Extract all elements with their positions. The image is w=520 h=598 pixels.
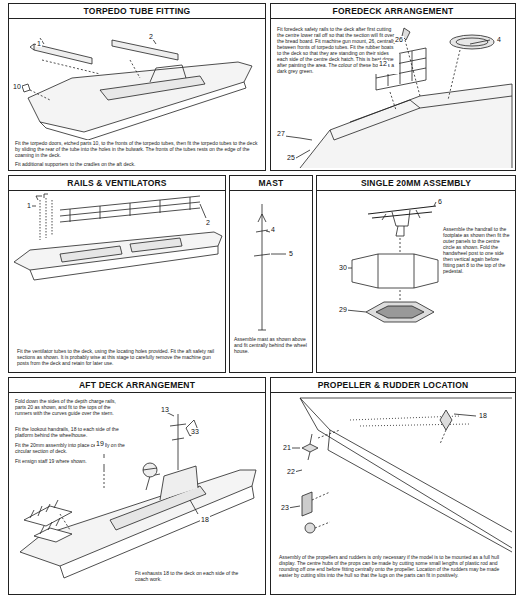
20mm-gun <box>346 202 438 322</box>
callout-number: 29 <box>338 306 348 313</box>
instruction-text: Assembly of the propellers and rudders i… <box>279 554 509 578</box>
rails-panel: RAILS & VENTILATORS Fit the ventilator tu… <box>8 175 226 373</box>
callout-number: 33 <box>190 428 200 435</box>
foredeck-panel: FOREDECK ARRANGEMENTFit foredeck safety … <box>270 3 516 171</box>
hull-underside <box>288 398 512 552</box>
callout-number: 1 <box>26 202 32 209</box>
callout-number: 2 <box>205 219 211 226</box>
callout-number: 22 <box>286 468 296 475</box>
panel-heading: FOREDECK ARRANGEMENT <box>271 4 515 19</box>
callout-number: 23 <box>280 504 290 511</box>
callout-number: 27 <box>276 130 286 137</box>
callout-number: 2 <box>148 33 154 40</box>
aft-deck-panel: AFT DECK ARRANGEMENT Fold down the sides … <box>8 377 266 595</box>
instruction-text: Fit the lookout handrails, 18 to each si… <box>15 426 125 438</box>
callout-number: 30 <box>338 264 348 271</box>
instruction-text: Fit ensign staff 19 where shown. <box>15 458 125 464</box>
propeller-panel: PROPELLER & RUDDER LOCATION Assembly of t… <box>270 377 516 595</box>
mast <box>254 204 286 330</box>
callout-number: 4 <box>270 226 276 233</box>
hull-with-torpedo-tubes <box>18 38 252 140</box>
callout-number: 10 <box>12 83 22 90</box>
callout-number: 4 <box>496 36 502 43</box>
callout-number: 13 <box>160 406 170 413</box>
panel-heading: MAST <box>230 176 312 191</box>
torpedo-panel: TORPEDO TUBE FITTING Fit the torpedo door… <box>8 3 266 171</box>
callout-number: 6 <box>437 198 443 205</box>
panel-heading: TORPEDO TUBE FITTING <box>9 4 265 19</box>
panel-heading: AFT DECK ARRANGEMENT <box>9 378 265 393</box>
instruction-text: Fit exhausts 18 to the deck on each side… <box>135 570 253 582</box>
panel-heading: SINGLE 20MM ASSEMBLY <box>317 176 515 191</box>
instruction-text: Fit the 20mm assembly into place central… <box>15 442 125 454</box>
instruction-text: Fit the torpedo doors, etched parts 10, … <box>15 140 259 158</box>
callout-number: 18 <box>200 516 210 523</box>
callout-number: 25 <box>286 154 296 161</box>
panel-heading: PROPELLER & RUDDER LOCATION <box>271 378 515 393</box>
instruction-text: Assemble mast as shown above and fit cen… <box>234 336 308 354</box>
callout-number: 18 <box>478 412 488 419</box>
hull-with-rails <box>14 194 222 280</box>
callout-number: 12 <box>378 60 388 67</box>
gun-panel: SINGLE 20MM ASSEMBLY Assemble the handrai… <box>316 175 516 373</box>
callout-number: 26 <box>394 36 404 43</box>
instruction-text: Fit the ventilator tubes to the deck, us… <box>17 348 217 366</box>
panel-heading: RAILS & VENTILATORS <box>9 176 225 191</box>
instruction-text: Fold down the sides of the depth charge … <box>15 398 125 416</box>
instruction-text: Fit additional supporters to the cradles… <box>15 161 215 167</box>
instruction-text: Assemble the handrail to the footplate a… <box>443 226 511 274</box>
callout-number: 19 <box>95 440 105 447</box>
callout-number: 21 <box>282 444 292 451</box>
mast-panel: MAST Assemble mast as shown above and fit… <box>229 175 313 373</box>
callout-number: 5 <box>288 250 294 257</box>
callout-number: 1 <box>36 40 42 47</box>
